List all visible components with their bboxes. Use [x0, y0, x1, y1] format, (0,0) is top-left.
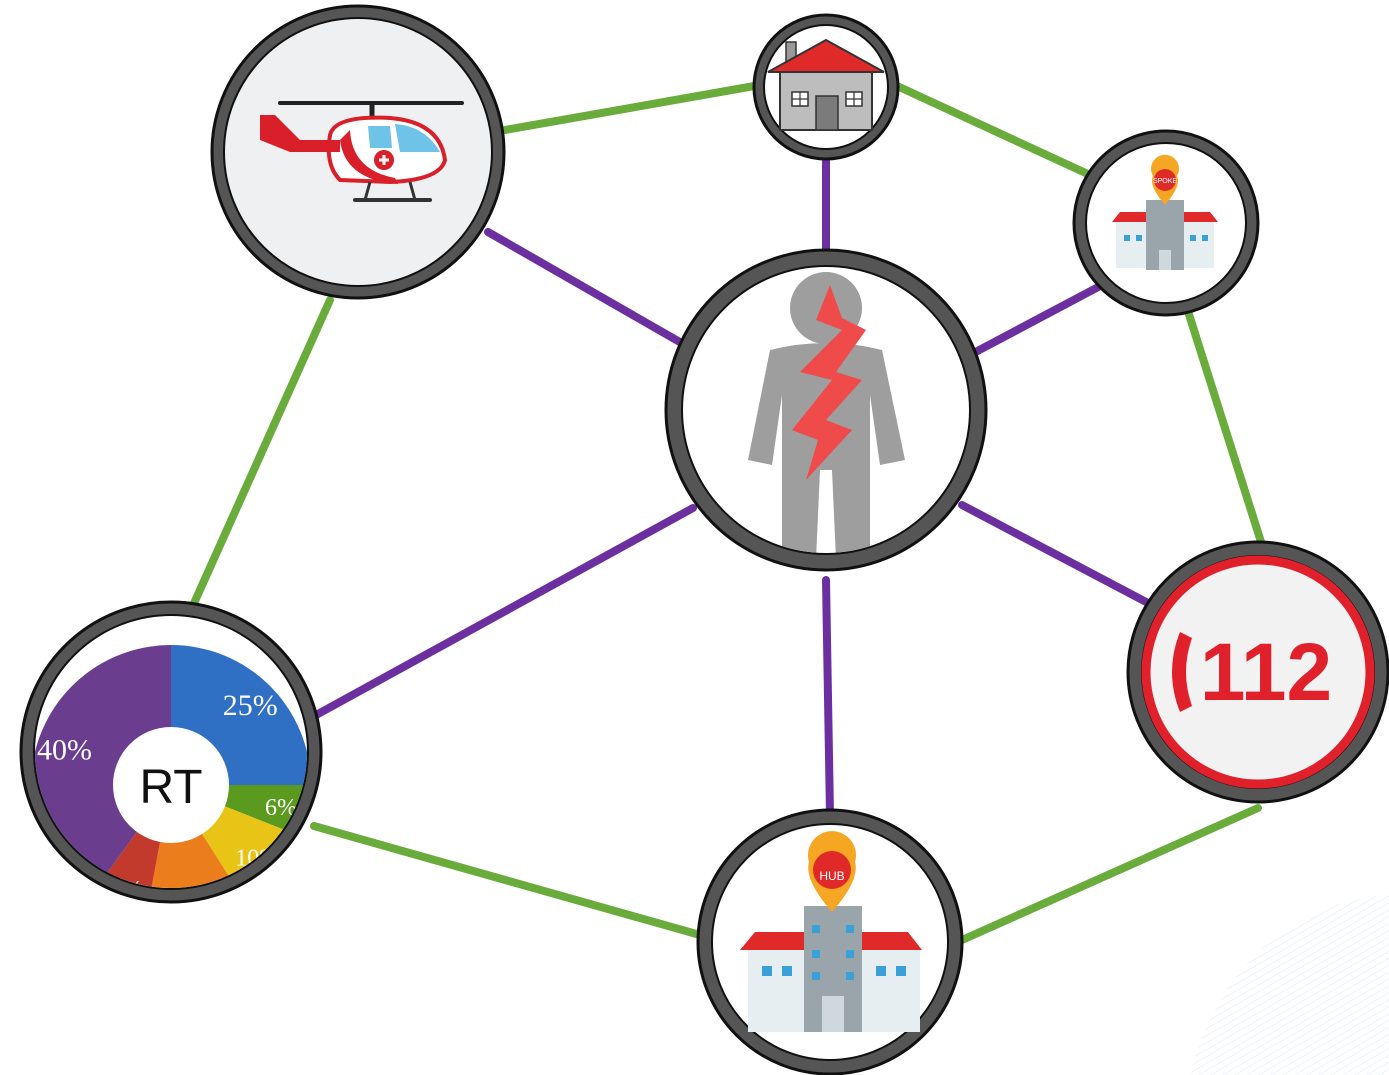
outer-links: [178, 81, 1266, 944]
donut-label-1: 25%: [223, 689, 278, 722]
rt-center: [113, 727, 229, 843]
donut-label-4: 12%: [170, 884, 214, 910]
background-swirl: [1190, 895, 1389, 1075]
donut-label-6: 40%: [37, 733, 92, 766]
spoke-label: SPOKE: [1153, 178, 1177, 185]
emergency-phone-icon: 112: [1172, 627, 1332, 718]
emergency-number: 112: [1200, 627, 1332, 718]
emergency-112-node[interactable]: 112: [1126, 540, 1389, 804]
inner-links: [303, 151, 1152, 819]
helicopter-node[interactable]: [210, 4, 506, 300]
spoke-hospital-icon: SPOKE: [1112, 154, 1218, 270]
helicopter-icon: [260, 101, 464, 202]
hub-label: HUB: [819, 869, 844, 883]
house-icon: [767, 38, 885, 131]
donut-segment-6: [35, 645, 171, 888]
home-node[interactable]: [752, 13, 900, 161]
hub-node[interactable]: HUB: [696, 808, 964, 1075]
rt-label: RT: [139, 761, 202, 814]
patient-node[interactable]: [664, 248, 988, 572]
rt-node[interactable]: 25%6%10%12%7%40% RT: [19, 600, 323, 925]
injured-person-icon: [748, 272, 905, 553]
spoke-node[interactable]: SPOKE: [1072, 129, 1260, 317]
hub-hospital-icon: HUB: [740, 831, 922, 1032]
